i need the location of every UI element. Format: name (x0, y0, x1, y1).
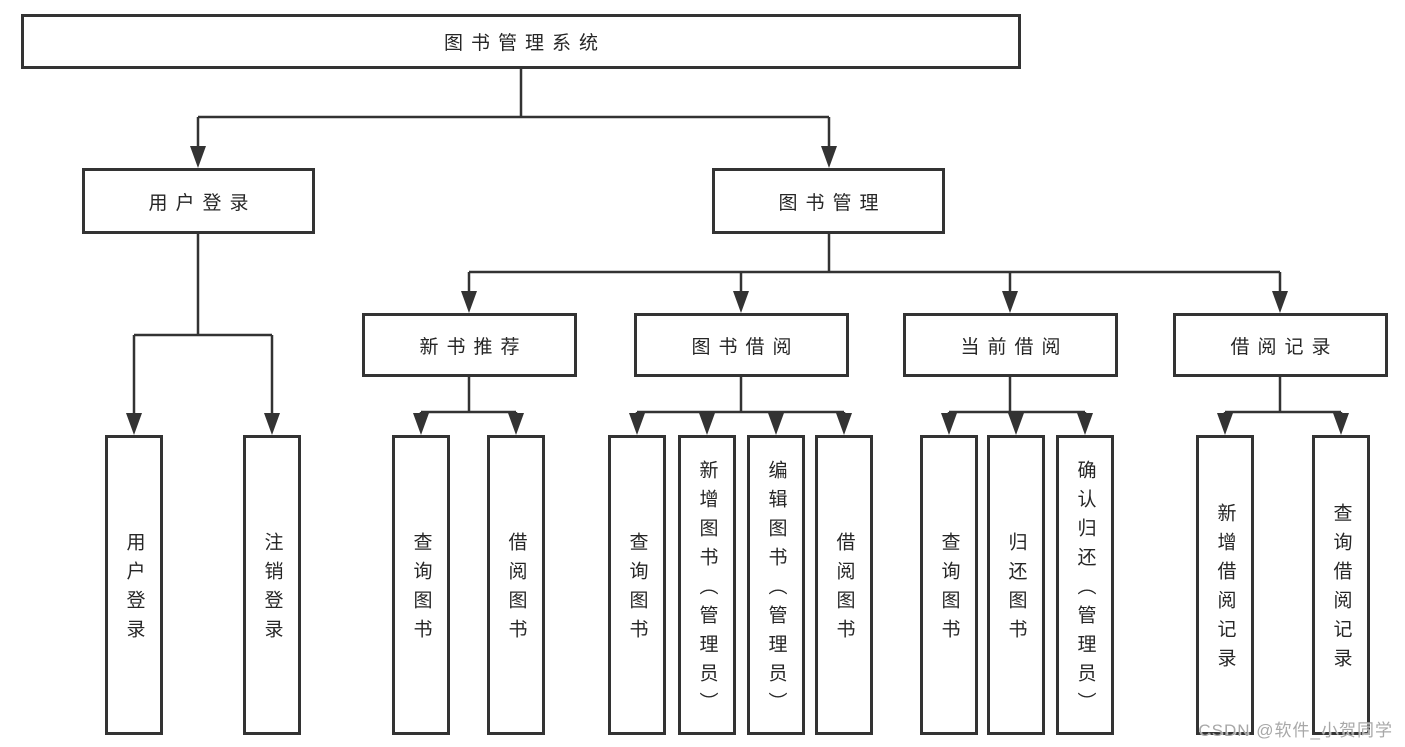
leaf-bb-query-books: 查询图书 (608, 435, 666, 735)
node-book-borrowing: 图书借阅 (634, 313, 849, 377)
csdn-watermark: CSDN @软件_小贺同学 (1198, 721, 1393, 740)
leaf-cb-return-books: 归还图书 (987, 435, 1045, 735)
leaf-nbr-borrow-books: 借阅图书 (487, 435, 545, 735)
leaf-br-query-record: 查询借阅记录 (1312, 435, 1370, 735)
node-borrowing-records: 借阅记录 (1173, 313, 1388, 377)
node-user-login: 用户登录 (82, 168, 315, 234)
leaf-bb-borrow-books: 借阅图书 (815, 435, 873, 735)
node-library-management-system: 图书管理系统 (21, 14, 1021, 69)
node-new-book-recommend: 新书推荐 (362, 313, 577, 377)
leaf-nbr-query-books: 查询图书 (392, 435, 450, 735)
leaf-logout: 注销登录 (243, 435, 301, 735)
leaf-user-login: 用户登录 (105, 435, 163, 735)
node-current-borrowing: 当前借阅 (903, 313, 1118, 377)
leaf-bb-add-books-admin: 新增图书（管理员） (678, 435, 736, 735)
leaf-bb-edit-books-admin: 编辑图书（管理员） (747, 435, 805, 735)
node-book-management: 图书管理 (712, 168, 945, 234)
leaf-cb-confirm-return-admin: 确认归还（管理员） (1056, 435, 1114, 735)
leaf-br-add-record: 新增借阅记录 (1196, 435, 1254, 735)
leaf-cb-query-books: 查询图书 (920, 435, 978, 735)
